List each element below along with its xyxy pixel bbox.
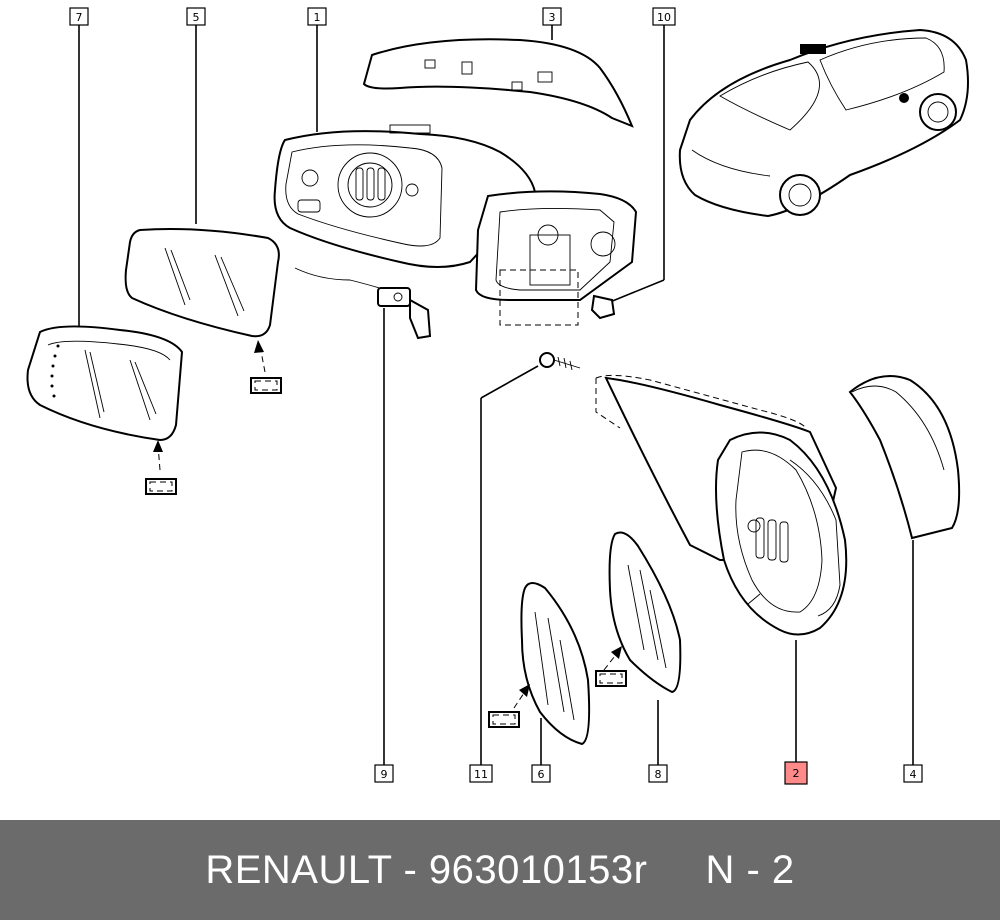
callout-1-label: 1 <box>314 11 321 24</box>
mirror-glass-7 <box>26 325 184 442</box>
part-number-caption: RENAULT - 963010153r N - 2 <box>205 847 795 892</box>
adhesive-pad-8 <box>595 646 627 687</box>
mirror-cap-4 <box>848 375 961 540</box>
callout-5: 5 <box>186 7 206 26</box>
callout-6: 6 <box>531 764 551 783</box>
callout-11-label: 11 <box>474 768 488 781</box>
adhesive-pad-7 <box>145 440 177 495</box>
mirror-assembly-2 <box>595 374 848 636</box>
callout-2-label: 2 <box>793 767 800 780</box>
callout-10: 10 <box>652 7 676 26</box>
callout-3-label: 3 <box>549 11 556 24</box>
mirror-housing-1 <box>273 124 537 291</box>
callout-9-label: 9 <box>381 768 388 781</box>
callout-1: 1 <box>307 7 327 26</box>
callout-3: 3 <box>542 7 562 26</box>
callout-9: 9 <box>374 764 394 783</box>
callout-7-label: 7 <box>76 11 83 24</box>
callout-6-label: 6 <box>538 768 545 781</box>
mirror-glass-8 <box>608 531 682 694</box>
car-illustration <box>678 28 969 218</box>
callout-5-label: 5 <box>193 11 200 24</box>
callout-10-label: 10 <box>657 11 671 24</box>
callout-8-label: 8 <box>655 768 662 781</box>
exploded-parts-diagram: 7 5 1 3 10 9 11 6 8 2 4 <box>26 7 969 785</box>
mirror-cover-3 <box>362 38 634 128</box>
callout-8: 8 <box>648 764 668 783</box>
callout-7: 7 <box>69 7 89 26</box>
footer-bar: RENAULT - 963010153r N - 2 <box>0 820 1000 920</box>
callout-4-label: 4 <box>910 768 917 781</box>
mirror-base-assembly <box>474 190 638 326</box>
mirror-glass-6 <box>520 582 591 746</box>
adhesive-pad-5 <box>250 340 282 394</box>
connector-9 <box>377 287 432 340</box>
indicator-dots <box>50 344 60 398</box>
callout-11: 11 <box>469 764 493 783</box>
leader-lines <box>78 25 914 765</box>
adhesive-pad-6 <box>488 684 530 728</box>
callout-4: 4 <box>903 764 923 783</box>
screw-11 <box>539 352 581 371</box>
mirror-glass-5 <box>124 228 280 338</box>
callout-2: 2 <box>784 761 808 785</box>
